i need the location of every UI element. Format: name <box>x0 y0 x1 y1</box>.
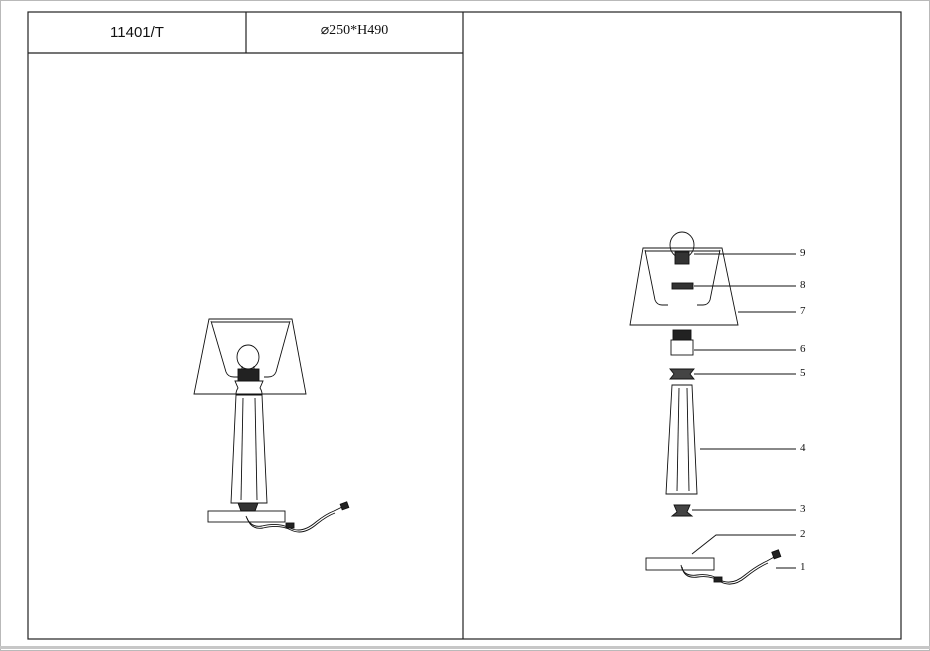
callout-number-8: 8 <box>800 279 806 291</box>
assembled-body-icon <box>230 394 268 504</box>
assembled-lower-collar-icon <box>237 502 259 512</box>
exploded-upper-collar-icon <box>669 368 695 380</box>
outer-frame <box>27 11 902 640</box>
exploded-socket-icon <box>670 329 694 356</box>
callout-number-7: 7 <box>800 305 806 317</box>
assembled-shade-icon <box>193 318 307 395</box>
callout-leader-lines <box>691 253 796 569</box>
dimensions-label: ⌀250*H490 <box>320 23 389 38</box>
exploded-shade-ring-icon <box>671 282 694 290</box>
assembled-lamp-drawing <box>193 318 350 533</box>
callout-number-9: 9 <box>800 247 806 259</box>
assembled-upper-collar-icon <box>234 380 264 395</box>
bottom-rule <box>0 646 930 649</box>
callout-number-5: 5 <box>800 367 806 379</box>
assembled-bulb-icon <box>236 344 260 373</box>
exploded-lower-collar-icon <box>670 504 694 517</box>
exploded-view-drawing <box>629 231 796 585</box>
exploded-body-icon <box>665 384 698 495</box>
callout-number-4: 4 <box>800 442 806 454</box>
assembled-socket-icon <box>237 368 260 382</box>
callout-number-2: 2 <box>800 528 806 540</box>
exploded-bulb-icon <box>669 231 695 265</box>
exploded-cord-icon <box>680 549 782 585</box>
exploded-shade-icon <box>629 247 739 326</box>
assembled-cord-icon <box>245 505 345 531</box>
assembled-base-icon <box>207 510 286 523</box>
exploded-base-icon <box>645 557 715 571</box>
model-code-label: 11401/T <box>110 24 164 41</box>
callout-number-6: 6 <box>800 343 806 355</box>
callout-number-3: 3 <box>800 503 806 515</box>
callout-number-1: 1 <box>800 561 806 573</box>
